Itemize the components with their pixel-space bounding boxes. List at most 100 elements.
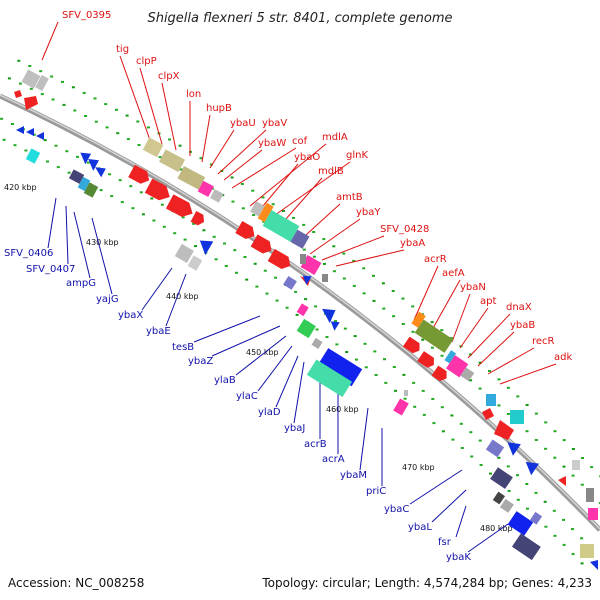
gene-label[interactable]: adk (554, 352, 572, 363)
tick-dot (50, 75, 54, 78)
tick-dot (223, 242, 226, 245)
tick-dot (312, 255, 316, 258)
tick-dot (440, 354, 444, 357)
tick-dot (202, 229, 206, 232)
gene-label[interactable]: recR (532, 336, 555, 347)
gene-label[interactable]: SFV_0406 (4, 248, 53, 259)
gene-cluster-ybaB-adk[interactable] (482, 394, 524, 440)
tick-dot (245, 278, 249, 281)
tick-dot (118, 179, 122, 182)
gene-label[interactable]: dnaX (506, 302, 532, 313)
gene-label[interactable]: ybaL (408, 522, 432, 533)
tick-dot (302, 223, 306, 226)
tick-dot (181, 216, 185, 219)
gene-cluster-ybaX-ybaE[interactable] (174, 228, 214, 271)
tick-dot (285, 306, 289, 309)
gene-cluster-acrR-adk[interactable] (393, 311, 485, 395)
gene-label[interactable]: ybaU (230, 118, 256, 129)
gene-label[interactable]: cof (292, 136, 308, 147)
tick-dot (355, 358, 358, 361)
gene-label[interactable]: hupB (206, 103, 232, 114)
tick-dot (430, 346, 434, 349)
tick-dot (598, 502, 600, 505)
tick-dot (110, 195, 114, 198)
gene-label[interactable]: aefA (442, 268, 465, 279)
gene-label[interactable]: fsr (438, 537, 452, 548)
gene-label[interactable]: ybaC (384, 504, 409, 515)
gene-label[interactable]: clpP (136, 56, 157, 67)
tick-dot (372, 299, 376, 302)
tick-label: 450 kbp (246, 348, 279, 357)
gene-label[interactable]: ybaX (118, 310, 143, 321)
gene-label[interactable]: ybaM (340, 470, 367, 481)
gene-label[interactable]: acrA (322, 454, 345, 465)
gene-cluster-ybaU-mdlB[interactable] (231, 197, 313, 273)
tick-dot (553, 430, 557, 433)
tick-dot (233, 249, 237, 252)
tick-dot (275, 299, 279, 302)
gene-label[interactable]: clpX (158, 71, 180, 82)
tick-dot (332, 245, 336, 248)
gene-label[interactable]: acrR (424, 254, 447, 265)
gene-label[interactable]: ybaO (294, 152, 320, 163)
gene-label[interactable]: ylaC (236, 391, 258, 402)
tick-dot (178, 144, 182, 147)
gene-cluster-ybaM-priC[interactable] (393, 390, 409, 416)
gene-label[interactable]: mdlB (318, 166, 344, 177)
gene-cluster-tig-hupB[interactable] (124, 137, 231, 229)
tick-dot (271, 203, 275, 206)
gene-cluster-ampG-yajG[interactable] (64, 149, 110, 198)
gene-label[interactable]: priC (366, 486, 386, 497)
gene-label[interactable]: ybaE (146, 326, 171, 337)
gene-label[interactable]: ybaW (258, 138, 286, 149)
tick-dot (571, 474, 575, 477)
gene-label[interactable]: ybaZ (188, 356, 213, 367)
tick-dot (544, 447, 548, 450)
gene-label[interactable]: ylaB (214, 375, 236, 386)
tick-dot (314, 305, 318, 308)
gene-label[interactable]: glnK (346, 150, 368, 161)
tick-dot (94, 120, 98, 123)
gene-label[interactable]: amtB (336, 192, 363, 203)
gene-label[interactable]: tig (116, 44, 129, 55)
gene-label[interactable]: ybaJ (284, 423, 305, 434)
tick-dot (141, 213, 145, 216)
genome-backbone-highlight (0, 94, 600, 530)
gene-label[interactable]: lon (186, 89, 201, 100)
gene-label[interactable]: tesB (172, 342, 194, 353)
gene-label[interactable]: ybaK (446, 552, 471, 563)
tick-dot (17, 59, 21, 62)
tick-dot (374, 374, 378, 376)
gene-label[interactable]: ybaV (262, 118, 287, 129)
tick-dot (391, 290, 395, 292)
gene-label[interactable]: ampG (66, 278, 96, 289)
gene-label[interactable]: acrB (304, 439, 327, 450)
gene-label[interactable]: SFV_0407 (26, 264, 75, 275)
gene-label[interactable]: SFV_0395 (62, 10, 111, 21)
tick-dot (243, 256, 247, 258)
gene-label[interactable]: mdlA (322, 132, 348, 143)
tick-dot (488, 370, 491, 372)
gene-cluster-right-edge[interactable] (558, 460, 598, 570)
tick-dot (459, 422, 463, 425)
tick-dot (76, 155, 79, 158)
gene-label[interactable]: ybaY (356, 207, 381, 218)
gene-label[interactable]: ybaN (460, 282, 486, 293)
tick-dot (255, 285, 259, 288)
gene-cluster-tesB-acrA[interactable] (249, 266, 390, 398)
tick-dot (24, 149, 28, 152)
tick-dot (11, 123, 14, 125)
gene-label[interactable]: ybaB (510, 320, 535, 331)
tick-dot (552, 509, 556, 512)
gene-cluster-bottom-left[interactable] (16, 126, 44, 164)
gene-label[interactable]: yajG (96, 294, 119, 305)
tick-dot (325, 336, 329, 338)
tick-dot (373, 350, 377, 353)
gene-label[interactable]: SFV_0428 (380, 224, 429, 235)
gene-cluster-0395[interactable] (14, 69, 49, 110)
gene-label[interactable]: apt (480, 296, 496, 307)
tick-dot (352, 284, 356, 287)
gene-label[interactable]: ylaD (258, 407, 281, 418)
gene-cluster-ybaC-ybaK[interactable] (449, 430, 582, 561)
gene-label[interactable]: ybaA (400, 238, 425, 249)
